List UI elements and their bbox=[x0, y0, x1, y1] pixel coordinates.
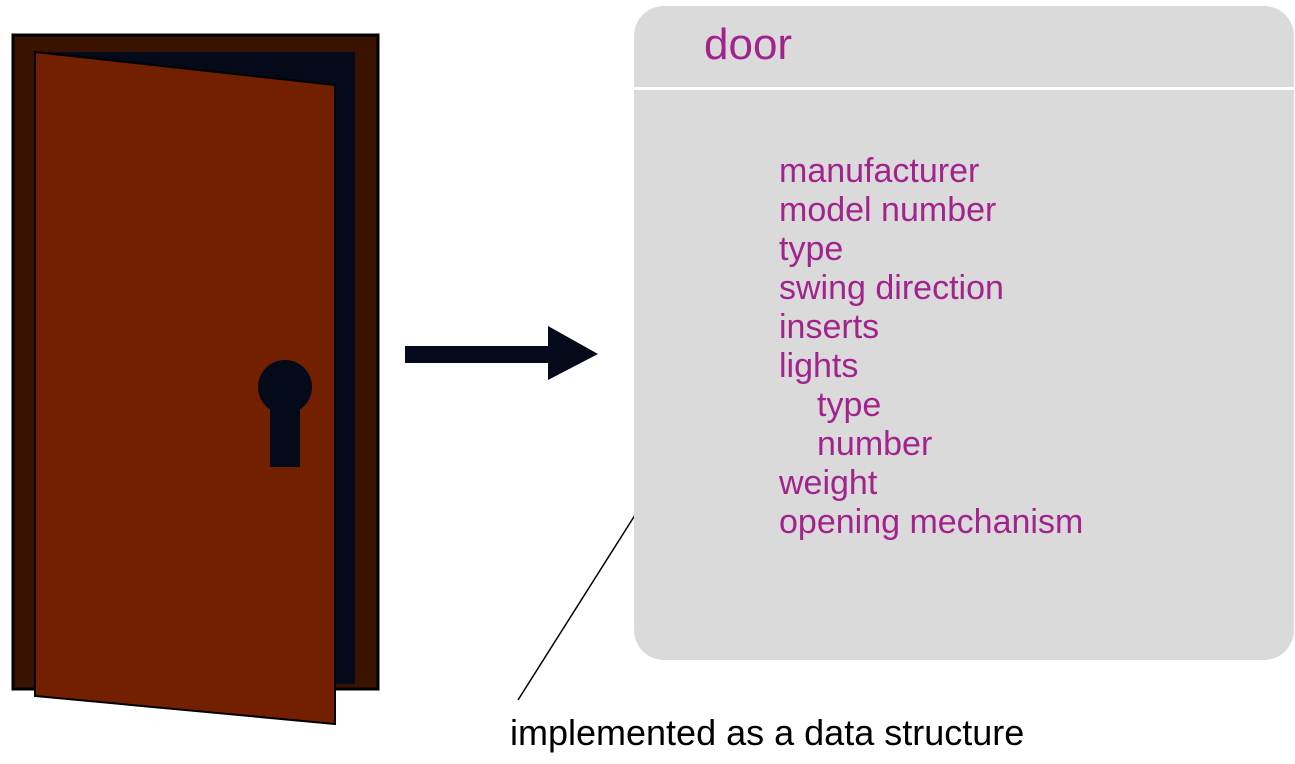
door-panel bbox=[34, 50, 336, 726]
right-arrow-icon bbox=[405, 326, 598, 380]
sub-attribute-item: type bbox=[817, 386, 882, 424]
attribute-item: type bbox=[779, 230, 844, 268]
sub-attribute-item: number bbox=[817, 425, 933, 463]
attribute-item: lights bbox=[779, 347, 859, 385]
attribute-item: opening mechanism bbox=[779, 503, 1084, 541]
title-divider bbox=[634, 87, 1294, 90]
attribute-item: swing direction bbox=[779, 269, 1004, 307]
attribute-item: weight bbox=[779, 464, 878, 502]
caption: implemented as a data structure bbox=[510, 712, 1025, 753]
attribute-item: inserts bbox=[779, 308, 880, 346]
attribute-item: model number bbox=[779, 191, 997, 229]
class-title: door bbox=[704, 20, 793, 69]
attribute-item: manufacturer bbox=[779, 152, 980, 190]
keyhole-icon bbox=[258, 360, 312, 467]
